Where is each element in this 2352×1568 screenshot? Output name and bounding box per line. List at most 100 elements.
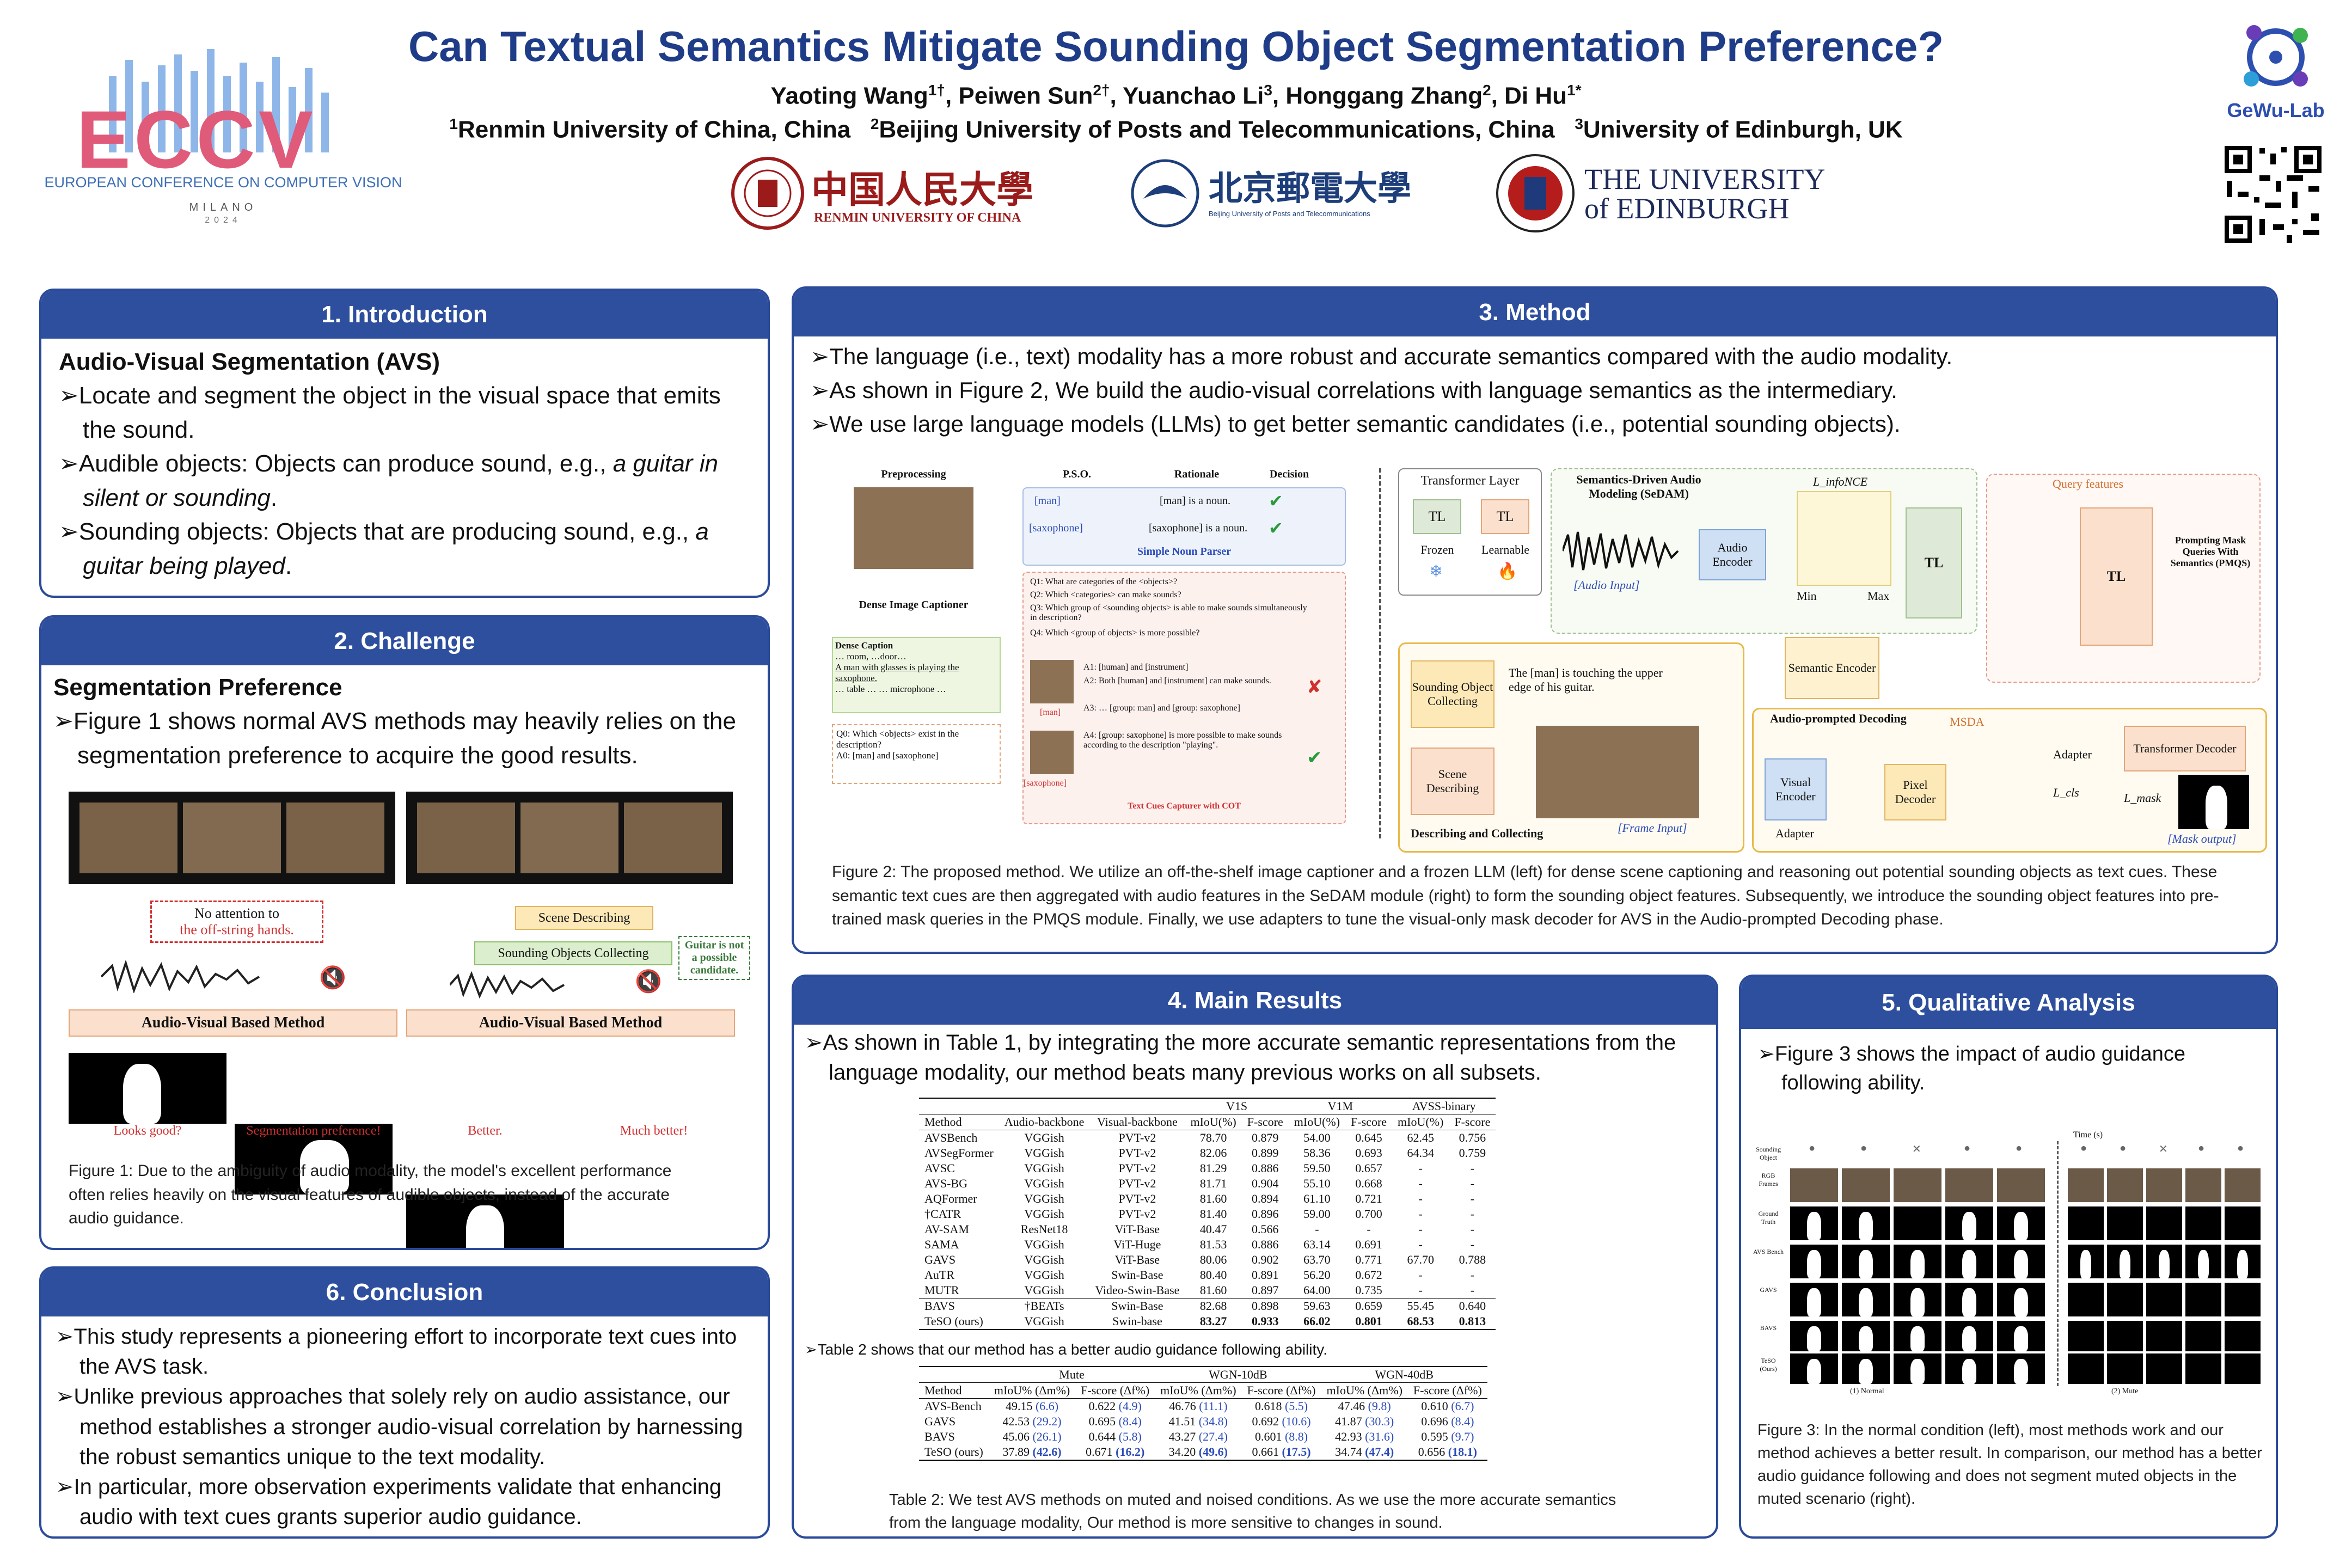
- mask-frame: [1997, 1283, 2045, 1316]
- table-cell: 54.00: [1303, 1131, 1331, 1144]
- qualitative-bullet-1: ➢Figure 3 shows the impact of audio guid…: [1757, 1043, 2185, 1095]
- rgb-frame: [1842, 1168, 1890, 1202]
- edinburgh-crest-icon: [1496, 154, 1575, 232]
- main-results-panel: 4. Main Results ➢As shown in Table 1, by…: [792, 975, 1718, 1539]
- table-cell: 0.759: [1459, 1146, 1486, 1160]
- results-bullet-2: ➢Table 2 shows that our method has a bet…: [805, 1341, 1327, 1358]
- method-bullet-3: ➢We use large language models (LLMs) to …: [810, 411, 1901, 437]
- table-cell: -: [1418, 1161, 1423, 1175]
- author-list: Yaoting Wang1†, Peiwen Sun2†, Yuanchao L…: [770, 82, 1582, 109]
- table1-col-header: mIoU(%): [1190, 1115, 1236, 1129]
- mask-frame: [2068, 1321, 2104, 1351]
- rgb-frame: [2107, 1168, 2143, 1202]
- table-cell: PVT-v2: [1118, 1161, 1156, 1175]
- table-cell: 0.896: [1252, 1207, 1279, 1221]
- mask-frame: [1945, 1206, 1993, 1240]
- table-cell: †CATR: [924, 1207, 961, 1221]
- guitar-note: Guitar is not a possible candidate.: [678, 936, 750, 980]
- table-cell: 0.610 (6.7): [1421, 1399, 1474, 1413]
- speaker-muted-icon-2: 🔇: [635, 970, 662, 994]
- table-cell: ViT-Base: [1114, 1222, 1160, 1236]
- rgb-frame: [2185, 1168, 2221, 1202]
- mask-3: [406, 1195, 564, 1248]
- table-cell: VGGish: [1024, 1238, 1064, 1251]
- introduction-panel: 1. Introduction Audio-Visual Segmentatio…: [39, 289, 770, 598]
- rgb-frame: [2146, 1168, 2182, 1202]
- table-cell: 55.10: [1303, 1177, 1331, 1190]
- table-cell: ViT-Huge: [1113, 1238, 1161, 1251]
- table-cell: 0.672: [1355, 1268, 1382, 1282]
- table-cell: 56.20: [1303, 1268, 1331, 1282]
- mask-frame: [1842, 1321, 1890, 1351]
- table-cell: 42.93 (31.6): [1335, 1430, 1394, 1443]
- table-cell: 0.897: [1252, 1283, 1279, 1297]
- table-cell: VGGish: [1024, 1131, 1064, 1144]
- table-cell: AVSC: [924, 1161, 955, 1175]
- method-bullet-1: ➢The language (i.e., text) modality has …: [810, 344, 1953, 369]
- table-cell: 81.60: [1199, 1283, 1227, 1297]
- table-cell: BAVS: [924, 1430, 955, 1443]
- table-cell: AVS-BG: [924, 1177, 968, 1190]
- introduction-header: 1. Introduction: [41, 291, 768, 339]
- table-cell: 0.898: [1252, 1299, 1279, 1313]
- mask-frame: [1894, 1206, 1941, 1240]
- table-cell: VGGish: [1024, 1146, 1064, 1160]
- table-cell: 0.813: [1459, 1314, 1486, 1328]
- table-cell: -: [1470, 1161, 1475, 1175]
- table-cell: 81.53: [1199, 1238, 1227, 1251]
- table-cell: 45.06 (26.1): [1002, 1430, 1062, 1443]
- table-cell: 62.45: [1407, 1131, 1434, 1144]
- audio-waveform-icon: [101, 960, 260, 993]
- table-cell: 34.20 (49.6): [1168, 1445, 1228, 1459]
- table-cell: VGGish: [1024, 1177, 1064, 1190]
- intro-bullet-2: ➢Audible objects: Objects can produce so…: [59, 450, 718, 511]
- figure-2-caption: Figure 2: The proposed method. We utiliz…: [832, 863, 2219, 928]
- table-cell: 78.70: [1199, 1131, 1227, 1144]
- mask-frame: [1894, 1283, 1941, 1316]
- table-cell: 0.904: [1252, 1177, 1279, 1190]
- mask-1: [69, 1053, 226, 1124]
- mask-frame: [1945, 1353, 1993, 1384]
- table-cell: PVT-v2: [1118, 1131, 1156, 1144]
- table-cell: VGGish: [1024, 1314, 1064, 1328]
- table-cell: 0.601 (8.8): [1254, 1430, 1308, 1443]
- table-cell: 0.644 (5.8): [1088, 1430, 1142, 1443]
- table-cell: 0.657: [1355, 1161, 1382, 1175]
- mask-frame: [1842, 1245, 1890, 1278]
- table-cell: 0.659: [1355, 1299, 1382, 1313]
- dense-caption-box: Dense Caption … room, …door… A man with …: [832, 637, 1001, 713]
- table-cell: 0.700: [1355, 1207, 1382, 1221]
- table-cell: VGGish: [1024, 1253, 1064, 1266]
- check-icon: ✔: [1269, 491, 1283, 511]
- table-cell: -: [1418, 1268, 1423, 1282]
- noun-parser-box: [man] [man] is a noun. ✔ [saxophone] [sa…: [1022, 487, 1346, 566]
- mask-frame: [2225, 1206, 2261, 1240]
- table-cell: PVT-v2: [1118, 1177, 1156, 1190]
- eccv-word: ECCV: [76, 94, 316, 185]
- table-cell: 63.70: [1303, 1253, 1331, 1266]
- preprocess-frame: [854, 487, 973, 569]
- mask-frame: [1997, 1245, 2045, 1278]
- table1-col-header: Audio-backbone: [1004, 1115, 1085, 1129]
- table-cell: -: [1418, 1207, 1423, 1221]
- table-cell: 63.14: [1303, 1238, 1331, 1251]
- method-header: 3. Method: [794, 289, 2276, 336]
- table-cell: Video-Swin-Base: [1095, 1283, 1180, 1297]
- rgb-frame: [2225, 1168, 2261, 1202]
- mask-frame: [2107, 1283, 2143, 1316]
- sounding-object-icon: ●: [1964, 1142, 1971, 1154]
- table-cell: 40.47: [1199, 1222, 1227, 1236]
- mask-frame: [2107, 1206, 2143, 1240]
- table-cell: 0.566: [1252, 1222, 1279, 1236]
- table-cell: 0.902: [1252, 1253, 1279, 1266]
- mask-frame: [2225, 1283, 2261, 1316]
- figure-2-left: Preprocessing P.S.O. Rationale Decision …: [821, 468, 1365, 849]
- qr-code[interactable]: [2221, 143, 2325, 246]
- check-icon: ✔: [1307, 748, 1322, 768]
- table-cell: 0.735: [1355, 1283, 1382, 1297]
- table-cell: 81.40: [1199, 1207, 1227, 1221]
